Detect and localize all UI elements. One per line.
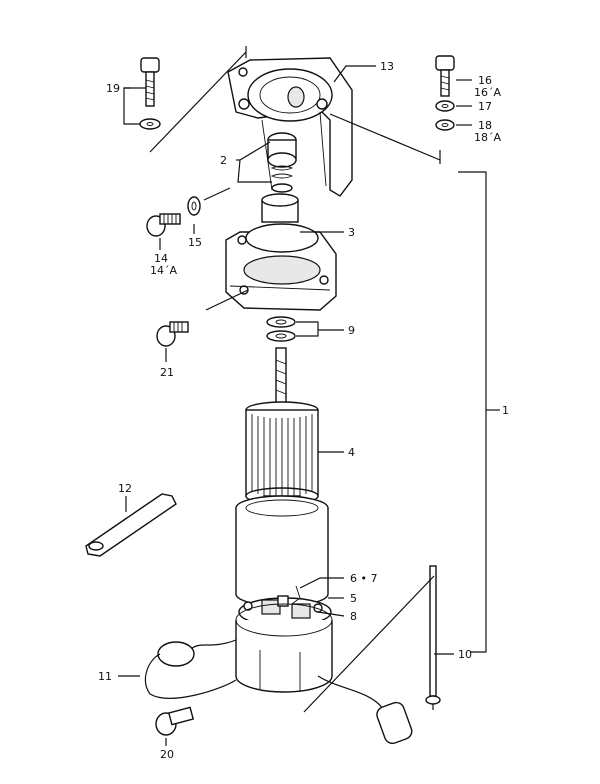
callout-16: 16 xyxy=(478,74,492,87)
callout-18: 18 xyxy=(478,119,492,132)
callout-17: 17 xyxy=(478,100,492,113)
callout-2: 2 xyxy=(220,154,227,167)
part-2-pinion-spring xyxy=(267,132,297,193)
callout-10: 10 xyxy=(458,648,472,661)
part-14-bolt xyxy=(146,213,181,237)
part-21-bolt xyxy=(156,321,189,347)
callout-lines xyxy=(118,46,500,746)
part-3-drive-housing xyxy=(225,193,337,311)
callout-14: 14 xyxy=(154,252,168,265)
callout-12: 12 xyxy=(118,482,132,495)
part-20-bolt xyxy=(155,706,195,736)
part-17-washer xyxy=(435,100,455,112)
part-10-through-bolt xyxy=(425,565,441,710)
callout-18a: 18ˊA xyxy=(474,131,501,144)
callout-14a: 14ˊA xyxy=(150,264,177,277)
part-16-bolt xyxy=(435,55,455,97)
callout-5: 5 xyxy=(350,592,357,605)
callout-15: 15 xyxy=(188,236,202,249)
callout-16a: 16ˊA xyxy=(474,86,501,99)
part-15-washer xyxy=(187,196,201,216)
callout-6-7: 6 • 7 xyxy=(350,572,377,585)
part-19-bolt xyxy=(139,57,161,130)
callout-20: 20 xyxy=(160,748,174,761)
callout-1: 1 xyxy=(502,404,509,417)
callout-13: 13 xyxy=(380,60,394,73)
callout-19: 19 xyxy=(106,82,120,95)
callout-8: 8 xyxy=(350,610,357,623)
yoke-field-frame xyxy=(235,495,329,607)
callout-21: 21 xyxy=(160,366,174,379)
callout-11: 11 xyxy=(98,670,112,683)
part-12-strap xyxy=(85,493,177,557)
part-9-washers xyxy=(266,316,296,342)
part-18-washer xyxy=(435,119,455,131)
part-13-end-bracket xyxy=(227,57,353,197)
part-11-lead-wire xyxy=(145,639,413,745)
callout-labels: 1 2 3 4 5 6 • 7 8 9 10 11 12 13 14 14ˊA … xyxy=(98,60,509,761)
callout-9: 9 xyxy=(348,324,355,337)
callout-4: 4 xyxy=(348,446,355,459)
callout-3: 3 xyxy=(348,226,355,239)
